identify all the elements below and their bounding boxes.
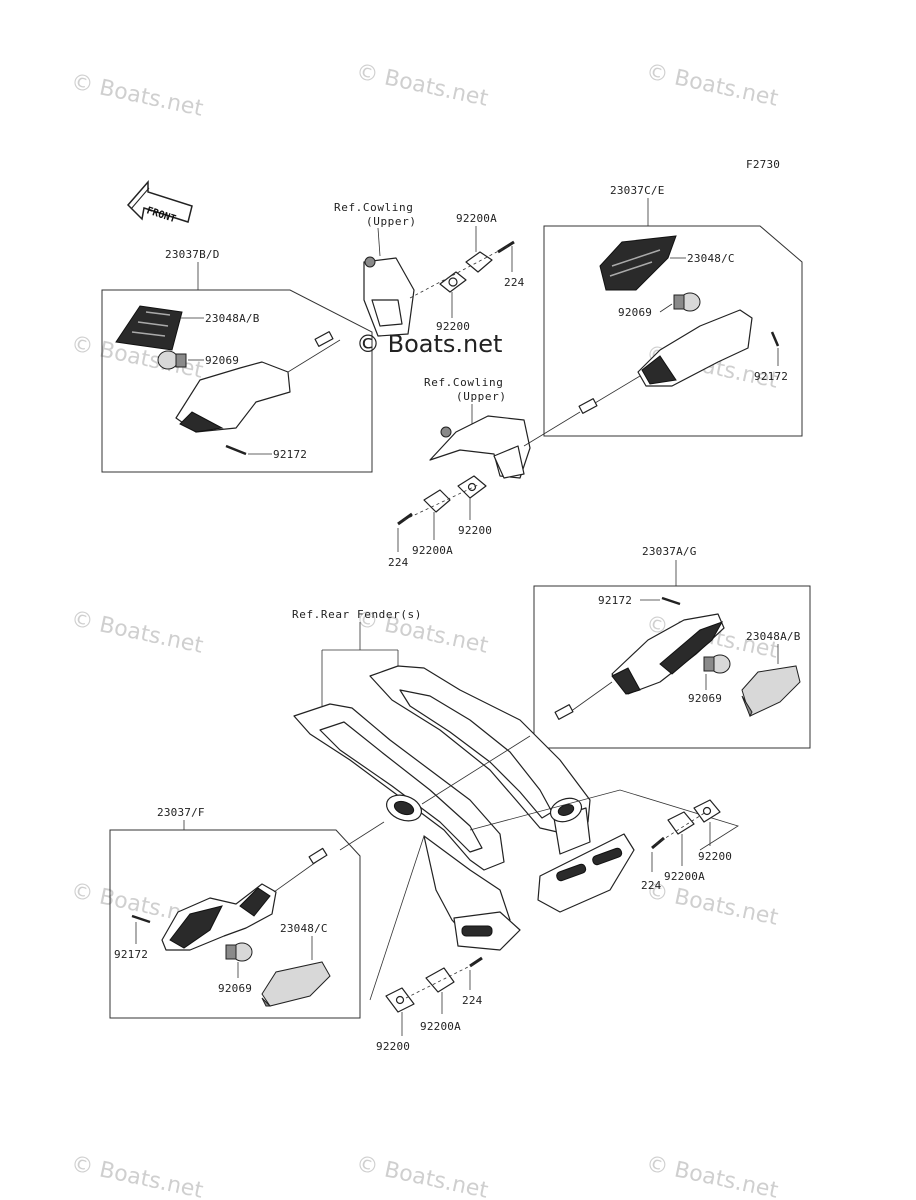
part-label: 23037C/E — [610, 184, 665, 197]
ref-label: (Upper) — [366, 215, 417, 228]
part-label: 92200A — [456, 212, 497, 225]
part-label: 92069 — [205, 354, 239, 367]
part-label: 92200 — [436, 320, 470, 333]
watermark: © Boats.net — [69, 1151, 206, 1200]
ref-label: Ref.Cowling — [334, 201, 413, 214]
part-label: 23037A/G — [642, 545, 697, 558]
part-label: 92172 — [598, 594, 632, 607]
part-label: 92069 — [688, 692, 722, 705]
part-label: 224 — [504, 276, 525, 289]
part-label: 23048/C — [687, 252, 735, 265]
part-label: 23048/C — [280, 922, 328, 935]
ref-label: Ref.Cowling — [424, 376, 503, 389]
front-arrow-icon: FRONT — [126, 179, 193, 225]
cowling-upper-mid-group: Ref.Cowling (Upper) 92200 92200A 224 — [388, 376, 581, 569]
front-left-assembly: 23037B/D 23048A/B 92069 92172 — [101, 248, 373, 473]
part-label: 92200A — [664, 870, 705, 883]
rear-right-assembly: 23037A/G 92172 92069 23048A/B — [533, 545, 811, 749]
part-label: 92200A — [412, 544, 453, 557]
part-label: 224 — [641, 879, 662, 892]
part-label: 23048A/B — [746, 630, 801, 643]
watermark: © Boats.net — [644, 1151, 781, 1200]
watermark: © Boats.net — [644, 59, 781, 111]
ref-label: Ref.Rear Fender(s) — [292, 608, 422, 621]
part-label: 92069 — [218, 982, 252, 995]
watermark: © Boats.net — [644, 878, 781, 930]
part-label: 92200 — [458, 524, 492, 537]
rear-left-assembly: 23037/F 92172 92069 23048/C — [109, 806, 361, 1019]
rear-bottom-brackets: 224 92200A 92200 — [376, 956, 483, 1053]
part-label: 23037/F — [157, 806, 205, 819]
rear-right-brackets: 92200 92200A 224 — [641, 799, 732, 892]
cowling-upper-top-group: Ref.Cowling (Upper) 92200 92200A 224 — [334, 201, 525, 337]
rear-fender-group: Ref.Rear Fender(s) — [292, 608, 739, 1001]
part-label: 92172 — [273, 448, 307, 461]
watermark: © Boats.net — [354, 59, 491, 111]
ref-label: (Upper) — [456, 390, 507, 403]
part-label: 92172 — [754, 370, 788, 383]
center-watermark: © Boats.net — [356, 330, 502, 358]
part-label: 23048A/B — [205, 312, 260, 325]
part-label: 92200 — [376, 1040, 410, 1053]
watermark: © Boats.net — [69, 69, 206, 121]
part-label: 224 — [462, 994, 483, 1007]
part-label: 92172 — [114, 948, 148, 961]
part-label: 92069 — [618, 306, 652, 319]
watermark: © Boats.net — [354, 1151, 491, 1200]
figure-code: F2730 — [746, 158, 780, 171]
part-label: 92200 — [698, 850, 732, 863]
part-label: 224 — [388, 556, 409, 569]
front-right-assembly: 23037C/E 23048/C 92069 92172 — [543, 184, 803, 437]
part-label: 92200A — [420, 1020, 461, 1033]
watermark: © Boats.net — [69, 606, 206, 658]
part-label: 23037B/D — [165, 248, 220, 261]
